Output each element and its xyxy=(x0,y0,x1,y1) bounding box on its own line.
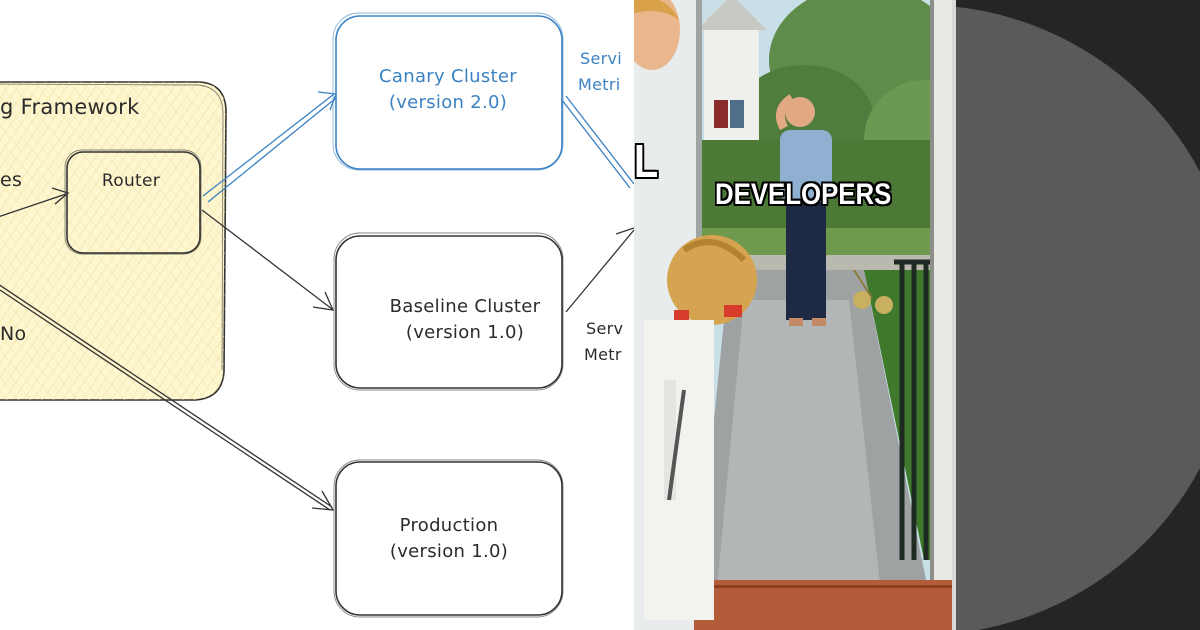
illustration-canvas xyxy=(634,0,952,630)
canary-label-line2: (version 2.0) xyxy=(389,92,507,113)
metrics-top-line1: Servi xyxy=(580,49,622,68)
lawnmower xyxy=(853,269,893,314)
framework-container xyxy=(0,81,227,401)
girl-figure xyxy=(644,235,757,620)
arrow-router-to-baseline xyxy=(201,209,335,311)
baseline-label-line1: Baseline Cluster xyxy=(390,296,541,317)
woman-figure xyxy=(634,0,680,70)
circle-graphic xyxy=(952,6,1200,630)
diagram-canvas: g Framework es No Router Canary Cluster … xyxy=(0,12,634,618)
left-label-es: es xyxy=(0,169,22,191)
arrow-to-router xyxy=(0,187,70,218)
left-label-no: No xyxy=(0,323,26,345)
arrow-canary-to-metrics xyxy=(561,95,634,189)
arrow-router-to-canary xyxy=(202,91,337,203)
arrow-to-production xyxy=(0,284,335,511)
vintage-meme-illustration: L DEVELOPERS xyxy=(634,0,952,630)
router-box xyxy=(64,149,202,255)
panel-divider xyxy=(952,0,956,630)
production-box xyxy=(333,459,564,618)
canary-cluster-box xyxy=(332,12,564,171)
dark-side-panel xyxy=(952,0,1200,630)
metrics-bottom-line2: Metr xyxy=(584,345,622,364)
canary-label-line1: Canary Cluster xyxy=(379,66,517,87)
arrow-baseline-to-metrics xyxy=(565,227,634,313)
production-label-line1: Production xyxy=(400,515,499,536)
canary-deployment-diagram: g Framework es No Router Canary Cluster … xyxy=(0,0,634,630)
man-figure xyxy=(775,94,832,326)
router-label: Router xyxy=(102,171,160,191)
framework-title: g Framework xyxy=(0,95,140,119)
metrics-bottom-line1: Serv xyxy=(586,319,623,338)
meme-label-left-fragment: L xyxy=(634,135,659,187)
baseline-label-line2: (version 1.0) xyxy=(406,322,524,343)
baseline-cluster-box xyxy=(333,232,564,391)
metrics-top-line2: Metri xyxy=(578,75,620,94)
production-label-line2: (version 1.0) xyxy=(390,541,508,562)
meme-label-developers: DEVELOPERS xyxy=(715,178,892,211)
porch-railing xyxy=(894,259,934,560)
